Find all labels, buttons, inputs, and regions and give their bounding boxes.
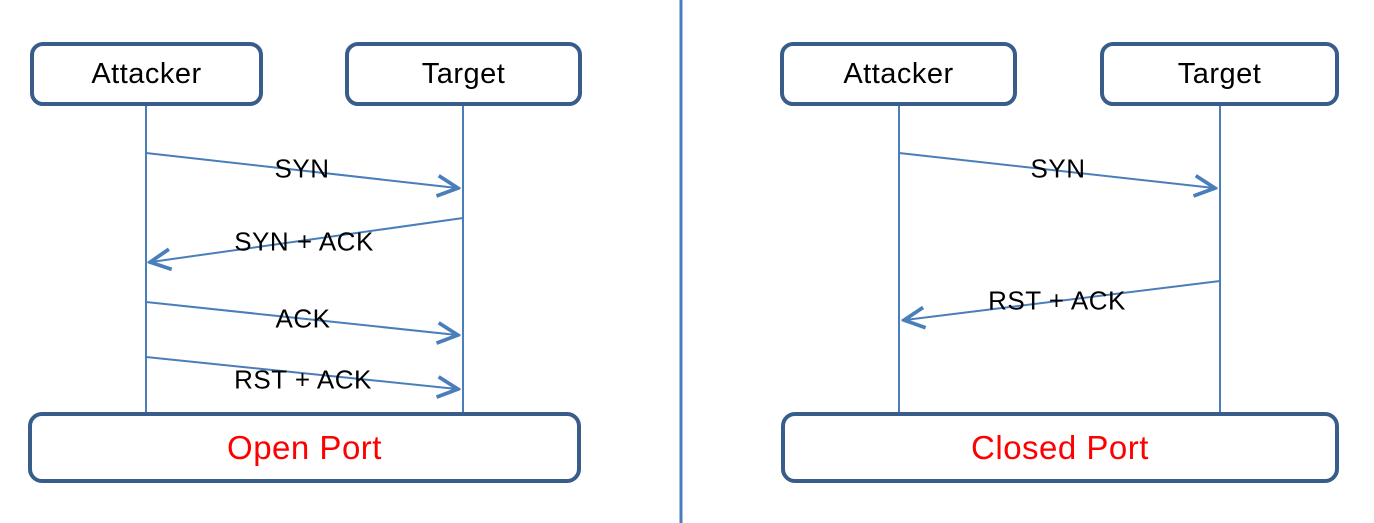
message-label-syn-ack-left: SYN + ACK <box>234 226 374 257</box>
attacker-node-left: Attacker <box>30 42 263 106</box>
message-label-rst-ack-left: RST + ACK <box>234 364 372 395</box>
target-node-right-label: Target <box>1177 57 1262 90</box>
message-label-syn-left: SYN <box>274 153 330 184</box>
open-port-result-box: Open Port <box>28 412 581 483</box>
attacker-node-right: Attacker <box>780 42 1017 106</box>
target-node-left: Target <box>345 42 582 106</box>
closed-port-result-box: Closed Port <box>781 412 1339 483</box>
target-node-left-label: Target <box>421 57 506 90</box>
attacker-node-right-label: Attacker <box>843 57 954 90</box>
closed-port-result-label: Closed Port <box>971 428 1149 466</box>
message-label-syn-right: SYN <box>1030 153 1086 184</box>
attacker-node-left-label: Attacker <box>91 57 202 90</box>
message-label-rst-ack-right: RST + ACK <box>988 285 1126 316</box>
message-label-ack-left: ACK <box>275 303 331 334</box>
target-node-right: Target <box>1100 42 1339 106</box>
open-port-result-label: Open Port <box>227 428 382 466</box>
